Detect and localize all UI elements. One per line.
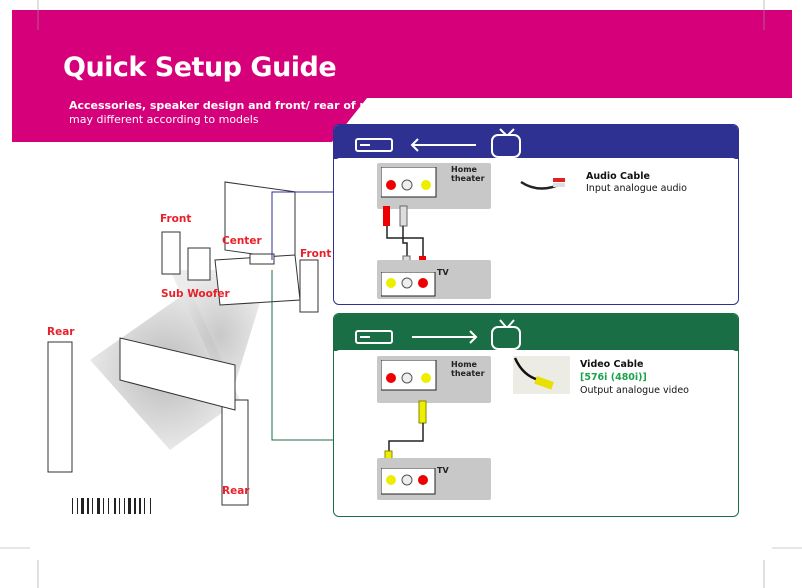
tv-icon <box>491 326 521 350</box>
video-cable-description: Output analogue video <box>580 385 689 396</box>
video-flow-icons <box>355 319 521 350</box>
sofa <box>119 337 236 411</box>
home-theater-label: Home theater <box>451 360 485 378</box>
audio-cable-image <box>520 178 565 190</box>
home-theater-jacks: Home theater <box>377 356 491 403</box>
home-theater-jacks: Home theater <box>377 163 491 209</box>
video-cable-title: Video Cable <box>580 359 644 370</box>
video-panel-header <box>334 314 738 351</box>
tv-jacks: TV <box>377 260 491 299</box>
speaker-layout-diagram <box>47 181 319 506</box>
connector-lines <box>271 191 336 441</box>
label-front-right: Front <box>300 248 332 260</box>
label-rear-left: Rear <box>47 326 75 338</box>
barcode <box>72 498 151 514</box>
rear-right-speaker <box>221 399 249 506</box>
tv-label: TV <box>437 268 449 277</box>
audio-panel-header <box>334 125 738 159</box>
video-cable-image <box>513 356 570 394</box>
home-theater-icon <box>355 138 393 152</box>
label-front-left: Front <box>160 213 192 225</box>
audio-cable-title: Audio Cable <box>586 171 650 182</box>
rear-left-speaker <box>47 341 73 473</box>
audio-cable-description: Input analogue audio <box>586 183 687 194</box>
tv-label: TV <box>437 466 449 475</box>
audio-flow-icons <box>355 128 521 158</box>
audio-connection-panel: Home theater TV Audio Cable Input analog… <box>333 124 739 305</box>
label-subwoofer: Sub Woofer <box>161 288 230 300</box>
video-connection-panel: Home theater TV Video Cable [576i (480i)… <box>333 313 739 517</box>
header-banner <box>12 10 792 142</box>
tv-icon <box>491 134 521 158</box>
subwoofer <box>187 247 211 281</box>
center-speaker <box>249 253 275 265</box>
front-right-speaker <box>299 259 319 313</box>
page-title: Quick Setup Guide <box>63 52 337 83</box>
subtitle-line-2: may different according to models <box>69 113 259 126</box>
subtitle-line-1: Accessories, speaker design and front/ r… <box>69 99 391 112</box>
video-cable-resolution: [576i (480i)] <box>580 372 647 383</box>
home-theater-label: Home theater <box>451 165 485 183</box>
label-center: Center <box>222 235 262 247</box>
front-left-speaker <box>161 231 181 275</box>
label-rear-right: Rear <box>222 485 250 497</box>
tv-jacks: TV <box>377 458 491 500</box>
home-theater-icon <box>355 330 393 344</box>
